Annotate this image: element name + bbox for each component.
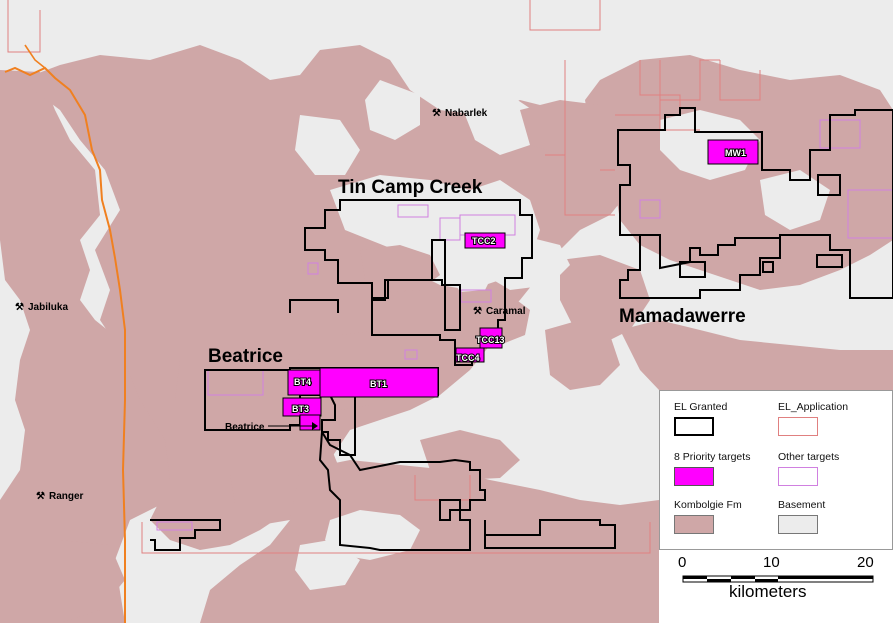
target-label-bt3: BT3: [292, 404, 309, 414]
legend-swatch-kombolgie: [674, 515, 714, 534]
scale-tick-10: 10: [763, 554, 780, 571]
legend-label: Other targets: [778, 451, 840, 463]
river-tributary: [24, 44, 46, 69]
target-label-tcc13: TCC13: [476, 335, 505, 345]
region-label-mamadawerre: Mamadawerre: [619, 306, 746, 327]
legend-item-el-granted: EL Granted: [674, 401, 727, 436]
legend-label: 8 Priority targets: [674, 451, 751, 463]
pick-hammer-icon: ⚒: [36, 491, 45, 502]
scale-bar: 0 10 20 kilometers: [659, 550, 893, 623]
priority-targets: [282, 139, 759, 431]
mine-nabarlek[interactable]: ⚒ Nabarlek: [432, 108, 488, 119]
mine-jabiluka[interactable]: ⚒ Jabiluka: [15, 302, 68, 313]
legend-label: EL_Application: [778, 401, 849, 413]
legend-swatch-other-targets: [778, 467, 818, 486]
mine-caramal[interactable]: ⚒ Caramal: [473, 306, 526, 317]
target-label-mw1: MW1: [725, 148, 746, 158]
legend-swatch-priority-targets: [674, 467, 714, 486]
target-label-tcc2: TCC2: [472, 236, 496, 246]
legend-item-el-application: EL_Application: [778, 401, 848, 436]
scale-tick-20: 20: [857, 554, 874, 571]
legend-item-priority-targets: 8 Priority targets: [674, 451, 750, 486]
region-label-tin-camp-creek: Tin Camp Creek: [338, 177, 483, 198]
river: [4, 66, 126, 623]
legend-swatch-basement: [778, 515, 818, 534]
mine-label-nabarlek: Nabarlek: [445, 108, 488, 119]
prospect-label-beatrice: Beatrice: [225, 422, 265, 433]
mine-label-ranger: Ranger: [49, 491, 84, 502]
scale-bar-graphic: [682, 575, 874, 583]
mine-label-caramal: Caramal: [486, 306, 526, 317]
kombolgie-formation: [0, 45, 893, 623]
prospect-beatrice[interactable]: Beatrice: [225, 422, 318, 433]
legend-swatch-el-granted: [674, 417, 714, 436]
legend-item-other-targets: Other targets: [778, 451, 839, 486]
legend-label: EL Granted: [674, 401, 728, 413]
region-label-beatrice: Beatrice: [208, 346, 283, 367]
legend-label: Kombolgie Fm: [674, 499, 742, 511]
target-label-bt4: BT4: [294, 377, 311, 387]
legend-label: Basement: [778, 499, 826, 511]
mine-label-jabiluka: Jabiluka: [28, 302, 68, 313]
pick-hammer-icon: ⚒: [15, 302, 24, 313]
pick-hammer-icon: ⚒: [473, 306, 482, 317]
target-label-bt1: BT1: [370, 379, 387, 389]
scale-units: kilometers: [729, 582, 807, 601]
mine-ranger[interactable]: ⚒ Ranger: [36, 491, 84, 502]
pick-hammer-icon: ⚒: [432, 108, 441, 119]
scale-tick-0: 0: [678, 554, 687, 571]
arrow-icon: [312, 422, 318, 430]
target-label-tcc4: TCC4: [456, 353, 480, 363]
legend-item-kombolgie: Kombolgie Fm: [674, 499, 742, 534]
legend-item-basement: Basement: [778, 499, 825, 534]
legend: EL Granted EL_Application 8 Priority tar…: [659, 390, 893, 550]
legend-swatch-el-application: [778, 417, 818, 436]
